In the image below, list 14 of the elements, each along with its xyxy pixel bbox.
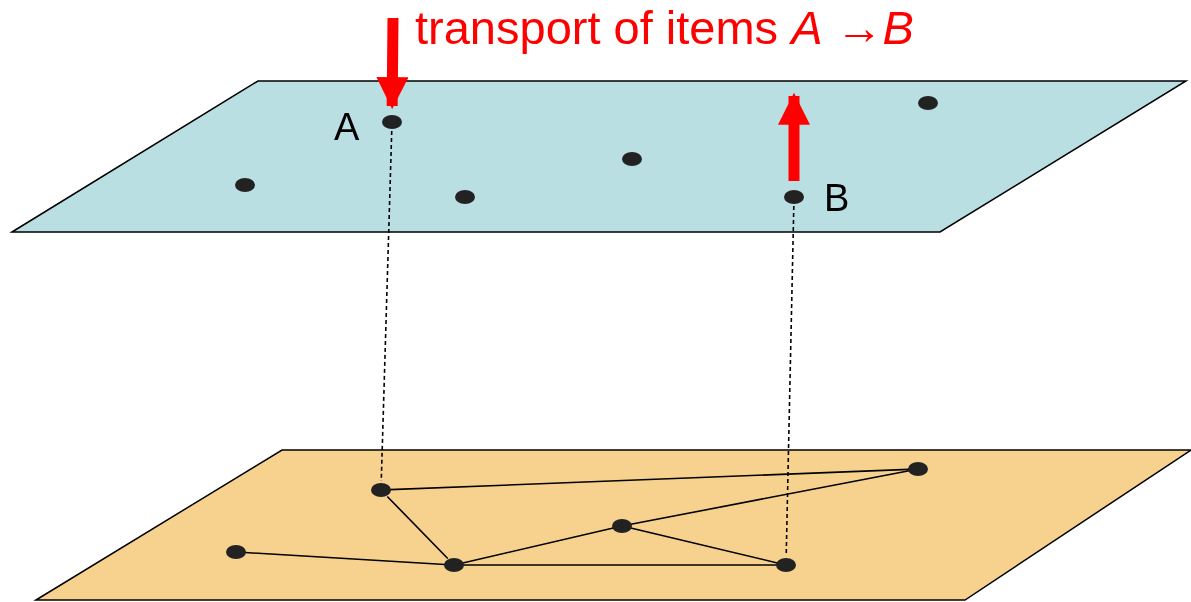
- connector-line: [244, 551, 446, 566]
- arrow: [778, 92, 810, 181]
- connector-line: [462, 564, 778, 566]
- connector-line: [629, 527, 779, 564]
- connector-line: [386, 495, 449, 560]
- point-label: B: [824, 178, 850, 218]
- arrow: [376, 17, 409, 110]
- title: transport of items A →B: [415, 0, 914, 56]
- connector-line: [630, 469, 910, 526]
- point-label: A: [334, 107, 360, 147]
- parallelogram-plane: [12, 81, 1186, 232]
- parallelogram-plane: [36, 450, 1191, 601]
- connector-line: [389, 468, 910, 491]
- connector-line: [461, 527, 615, 564]
